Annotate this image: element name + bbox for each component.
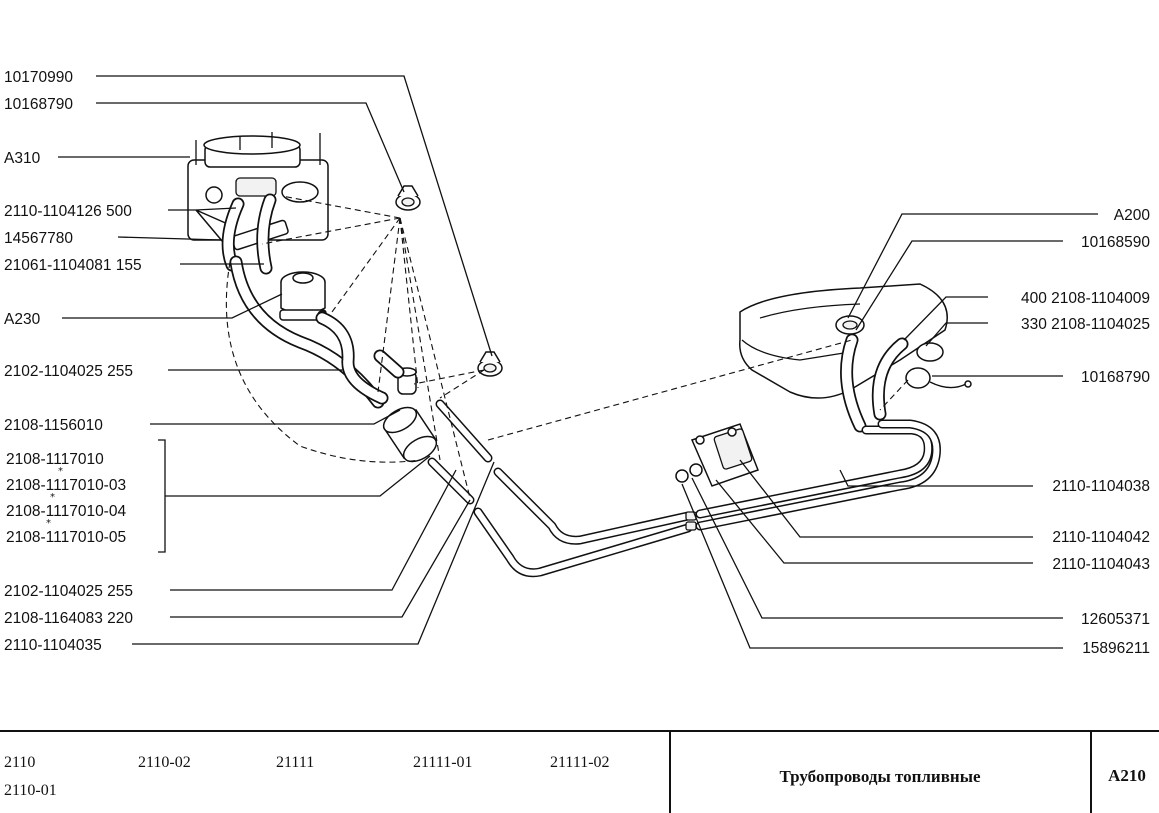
line-bracket [690,423,759,487]
model-code-6: 21111-02 [550,754,610,771]
label-right-1: A200 [1114,207,1151,224]
label-left-10: 2108-1117010 [6,451,104,468]
assembly-dashed-lines [225,195,909,499]
labels-left: 10170990 10168790 A310 2110-1104126 500 … [4,69,142,654]
asterisk-mark-3: * [46,518,51,529]
label-left-5: 14567780 [4,230,73,247]
label-left-11: 2108-1117010-03 [6,477,126,494]
model-code-3: 2110-02 [138,754,191,771]
title-block: 2110 2110-01 2110-02 21111 21111-01 2111… [0,730,1159,813]
label-right-3: 400 2108-1104009 [1021,290,1150,307]
label-left-13: 2108-1117010-05 [6,529,126,546]
label-left-3: A310 [4,150,41,167]
model-code-2: 2110-01 [4,782,57,799]
hose-clamp-upper [395,185,421,211]
model-code-5: 21111-01 [413,754,473,771]
model-code-4: 21111 [276,754,314,771]
sheet-title: Трубопроводы топливные [779,767,980,786]
label-right-2: 10168590 [1081,234,1150,251]
model-code-1: 2110 [4,754,35,771]
label-left-16: 2110-1104035 [4,637,102,654]
label-right-8: 2110-1104043 [1052,556,1150,573]
hose-clamp-middle [477,351,503,377]
leader-lines-left [58,75,495,645]
fuel-tank [739,283,972,399]
steel-fuel-lines [427,399,941,578]
label-left-1: 10170990 [4,69,73,86]
label-right-7: 2110-1104042 [1052,529,1150,546]
label-left-2: 10168790 [4,96,73,113]
label-left-14: 2102-1104025 255 [4,583,133,600]
label-left-7: A230 [4,311,41,328]
asterisk-mark-2: * [50,492,55,503]
illustration [58,75,1098,649]
main-fuel-filter [382,406,438,463]
tank-hoses [840,333,909,433]
label-right-10: 15896211 [1082,640,1150,657]
label-left-8: 2102-1104025 255 [4,363,133,380]
leader-lines-right [681,213,1098,649]
label-left-9: 2108-1156010 [4,417,103,434]
rubber-hoses [221,193,405,409]
label-left-15: 2108-1164083 220 [4,610,133,627]
label-left-6: 21061-1104081 155 [4,257,142,274]
label-right-4: 330 2108-1104025 [1021,316,1150,333]
labels-right: A200 10168590 400 2108-1104009 330 2108-… [1021,207,1150,657]
sheet-code: A210 [1108,766,1146,785]
label-left-12: 2108-1117010-04 [6,503,126,520]
label-right-6: 2110-1104038 [1052,478,1150,495]
label-left-4: 2110-1104126 500 [4,203,132,220]
label-right-9: 12605371 [1081,611,1150,628]
fitting-nuts [675,463,703,531]
label-right-5: 10168790 [1081,369,1150,386]
asterisk-mark-1: * [58,466,63,477]
